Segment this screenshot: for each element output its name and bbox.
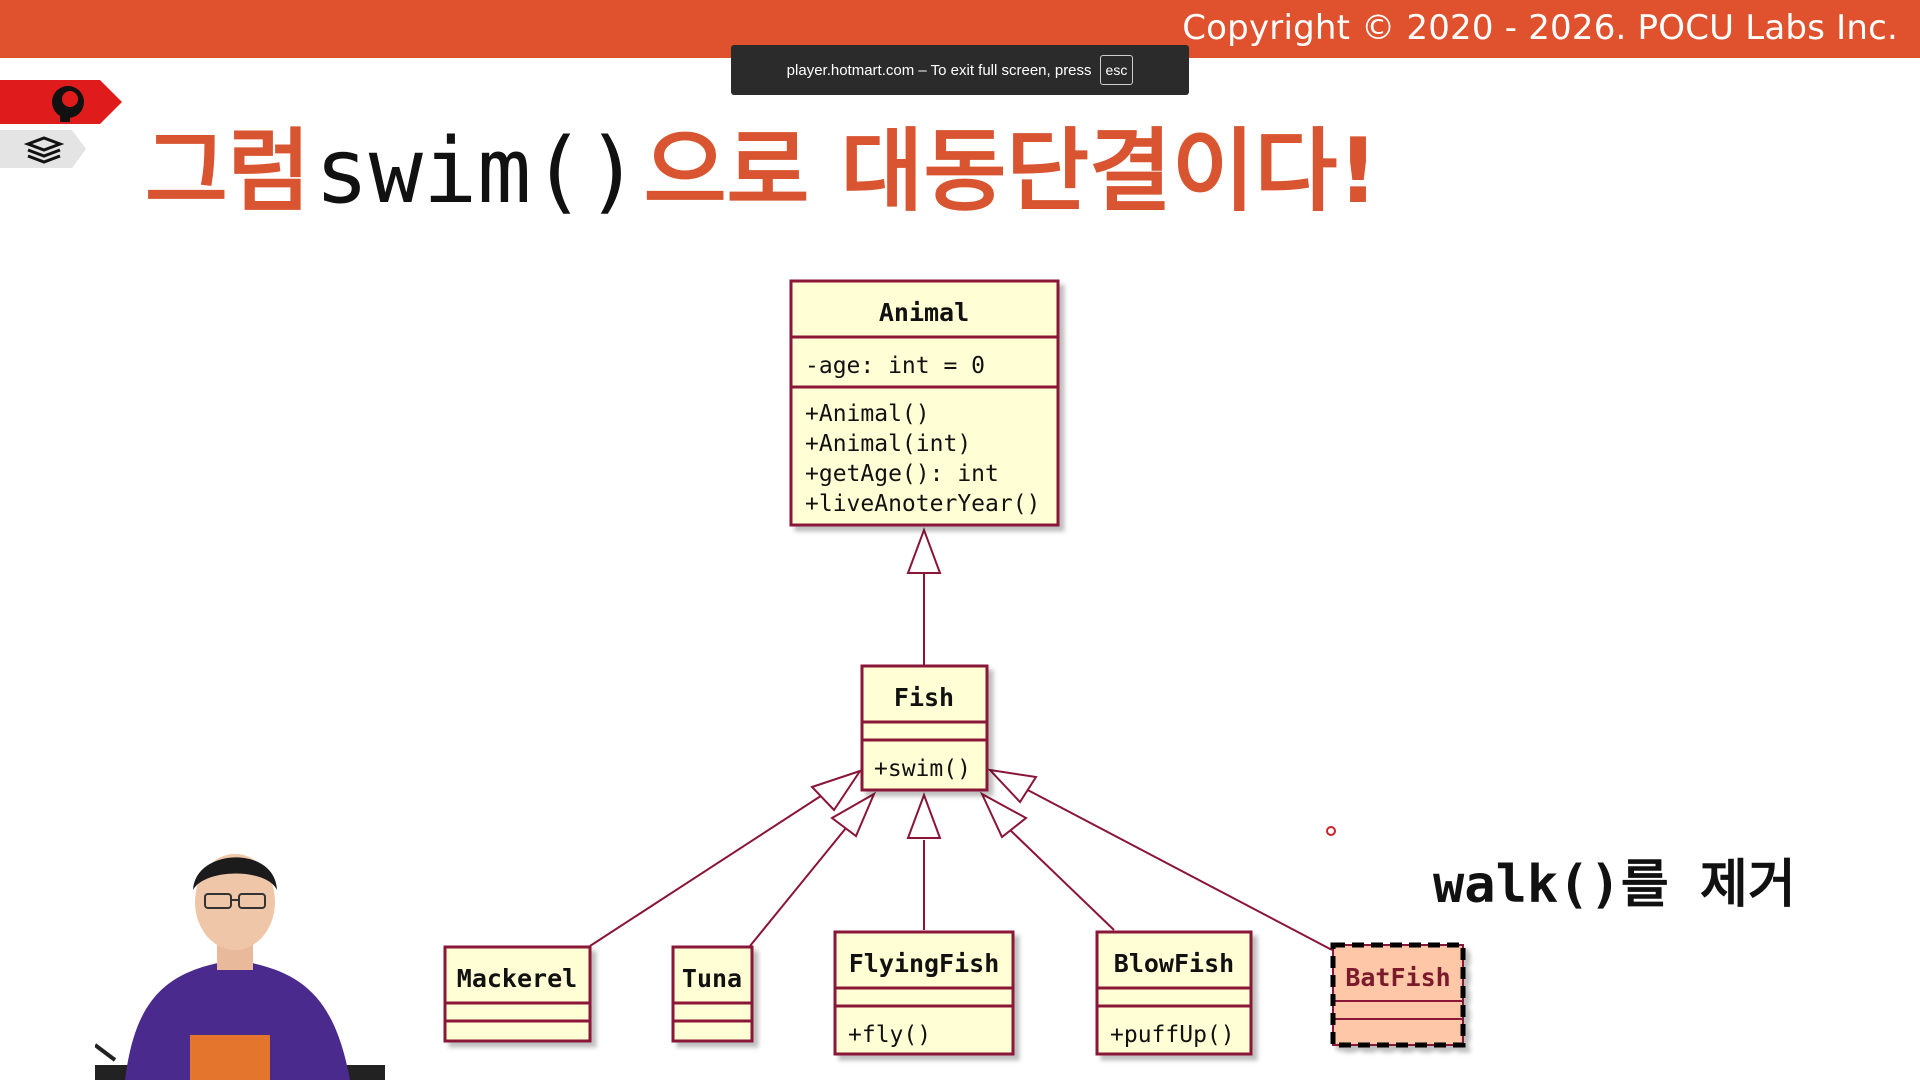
laser-pointer-dot — [1326, 826, 1336, 836]
method-swim: +swim() — [874, 756, 971, 782]
class-name-animal: Animal — [879, 298, 969, 327]
method-getage: +getAge(): int — [805, 461, 999, 487]
title-suffix: 으로 대동단결이다! — [643, 119, 1379, 224]
relation-mackerel-fish — [589, 789, 831, 947]
relation-batfish-fish — [1021, 786, 1333, 951]
method-liveanoteryear: +liveAnoterYear() — [805, 491, 1040, 517]
arrowhead-mackerel — [810, 769, 863, 812]
class-mackerel — [443, 945, 592, 1043]
arrowhead-batfish — [987, 768, 1038, 804]
method-puffup: +puffUp() — [1110, 1022, 1235, 1048]
class-name-tuna: Tuna — [682, 964, 742, 993]
fullscreen-notice: player.hotmart.com – To exit full screen… — [731, 45, 1189, 95]
class-name-blowfish: BlowFish — [1114, 949, 1234, 978]
title-prefix: 그럼 — [145, 119, 311, 224]
class-name-batfish: BatFish — [1345, 963, 1450, 992]
annotation-remove-walk: walk()를 제거 — [1433, 855, 1796, 915]
method-fly: +fly() — [848, 1022, 931, 1048]
book-stack-icon — [0, 130, 86, 168]
brain-icon — [0, 80, 122, 124]
esc-key: esc — [1099, 55, 1134, 85]
method-animal-ctor-int: +Animal(int) — [805, 431, 971, 457]
class-fish — [860, 664, 989, 792]
title-code: swim() — [314, 119, 640, 224]
arrowhead-tuna — [830, 791, 877, 838]
relation-blowfish-fish — [1007, 827, 1115, 931]
arrowhead-animal — [906, 527, 942, 574]
presenter-video — [95, 854, 385, 1080]
copyright-text: Copyright © 2020 - 2026. POCU Labs Inc. — [1182, 8, 1898, 48]
class-blowfish — [1095, 930, 1253, 1056]
class-batfish — [1330, 942, 1466, 1048]
attribute-age: -age: int = 0 — [805, 353, 985, 379]
class-name-mackerel: Mackerel — [457, 964, 577, 993]
relation-tuna-fish — [749, 827, 847, 947]
class-animal — [789, 279, 1060, 527]
class-name-flyingfish: FlyingFish — [849, 949, 1000, 978]
fullscreen-notice-text: player.hotmart.com – To exit full screen… — [786, 61, 1092, 79]
class-name-fish: Fish — [894, 683, 954, 712]
slide-title: 그럼 swim() 으로 대동단결이다! — [145, 98, 1379, 224]
arrowhead-flyingfish — [906, 792, 942, 839]
class-flyingfish — [833, 930, 1015, 1056]
method-animal-ctor: +Animal() — [805, 401, 930, 427]
arrowhead-blowfish — [979, 791, 1028, 839]
class-tuna — [671, 945, 754, 1043]
